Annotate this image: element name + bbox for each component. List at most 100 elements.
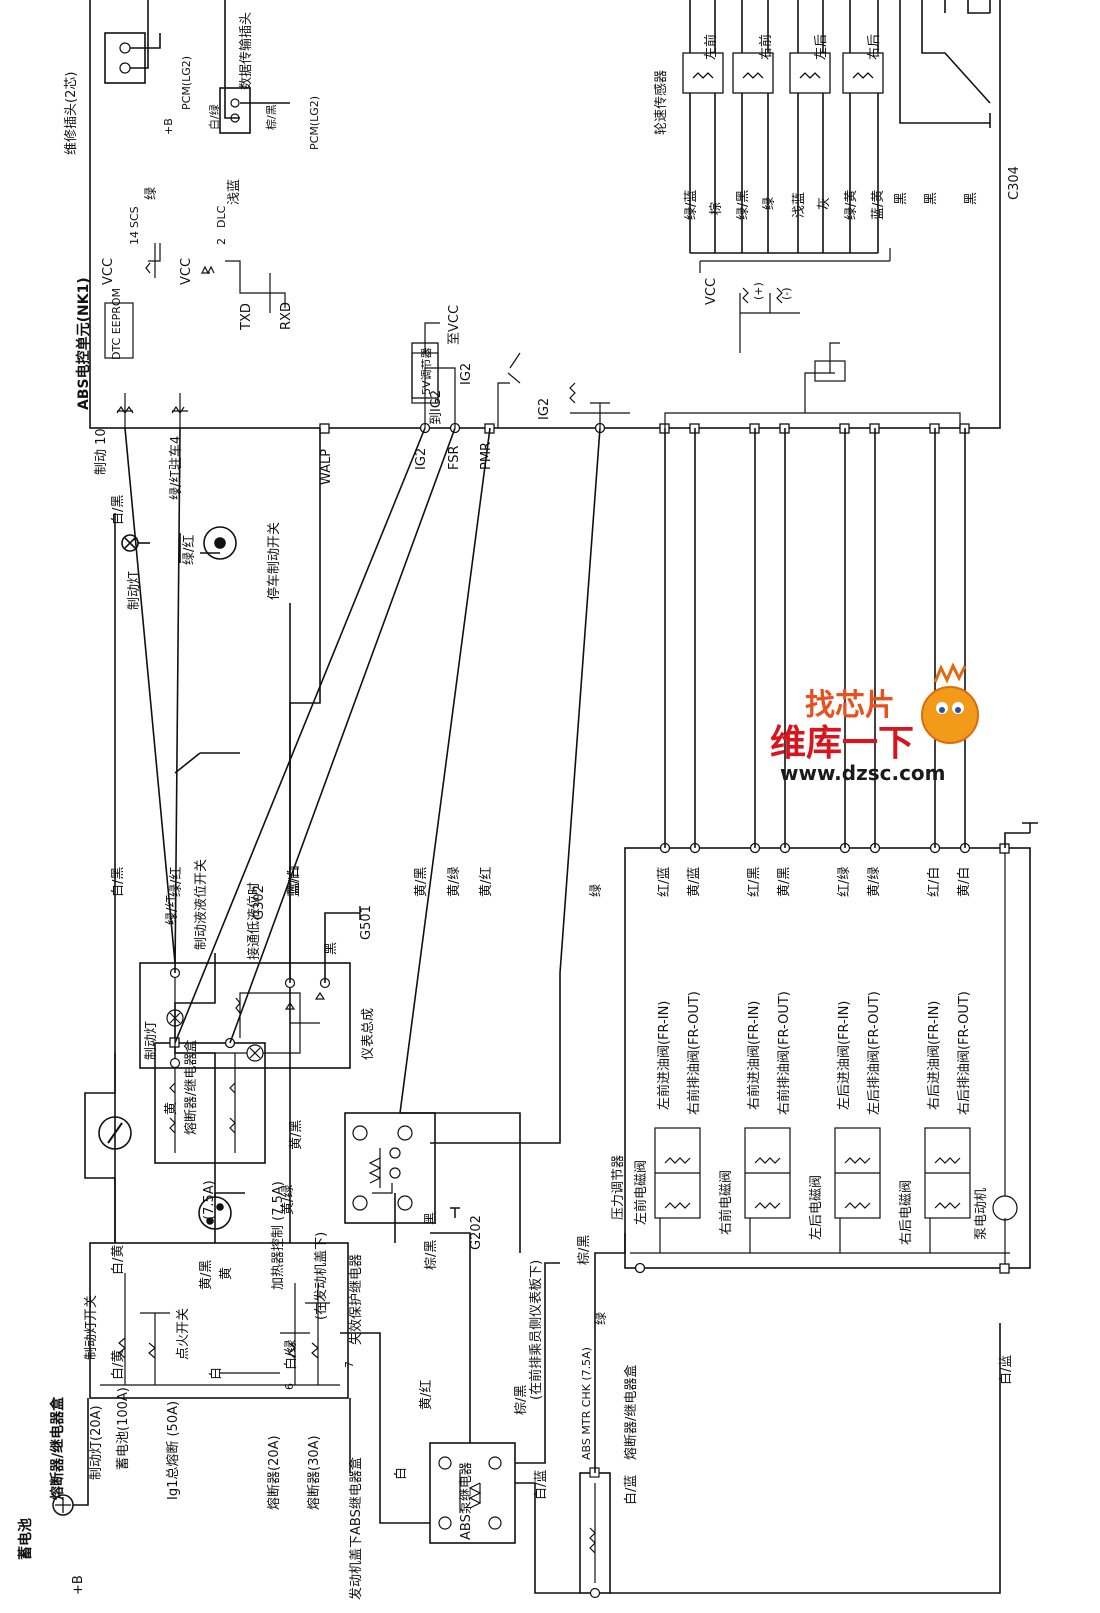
wire-black: 黑 [424, 1212, 439, 1225]
ws-black-2: 黑 [964, 192, 979, 205]
data-link-connector [219, 87, 251, 134]
center-brake-lamp: 制动灯 [127, 571, 142, 610]
fuse-battery: 蓄电池(100A) [116, 1387, 131, 1470]
ecu-to-vcc: 至VCC [447, 305, 462, 345]
wheel-sensor-lr: 左后 [814, 34, 829, 60]
ground-symbols [235, 822, 1038, 1218]
pcm-2: PCM(LG2) [308, 96, 321, 150]
service-connector-pins [119, 42, 131, 74]
wheel-sensor-rf: 右前 [758, 34, 774, 60]
wire-white-green: 白/绿 [283, 1340, 299, 1370]
valve-line-6-name: 左后排油阀(FR-OUT) [867, 991, 882, 1115]
fail-safe-relay-label: 失效保护继电器 [349, 1254, 364, 1345]
fail-safe-relay [344, 1112, 436, 1224]
center-wire-green-red: 绿/红 [168, 867, 184, 897]
valve-lf: 左前电磁阀 [633, 1160, 649, 1225]
fuse-30a: 熔断器(30A) [307, 1435, 322, 1510]
cluster-wire-blue-white: 蓝/白 [286, 865, 302, 895]
ignition-switch-label: 点火开关 [176, 1308, 191, 1360]
wire-brown-black-2: 棕/黑 [424, 1240, 439, 1270]
valve-line-7-name: 右后进油阀(FR-IN) [927, 1001, 942, 1110]
ecu-minus: (-) [780, 287, 793, 300]
service-connector [104, 32, 146, 84]
battery-label: 蓄电池 [17, 1518, 34, 1560]
center-parking-switch: 停车制动开关 [266, 522, 282, 600]
ground-g202: G202 [469, 1215, 484, 1250]
ecu-txd: TXD [239, 303, 254, 331]
wire-yellow-red: 黄/红 [418, 1380, 434, 1410]
fuse-box-top-internals [100, 1273, 340, 1386]
valve-line-5-name: 左后进油阀(FR-IN) [837, 1001, 852, 1110]
cluster-wire-green-red: 绿/红 [164, 895, 180, 925]
abs-pump-relay-label: ABS泵继电器 [459, 1462, 474, 1540]
valve-line-1-wire: 红/蓝 [656, 867, 672, 897]
wire-brown-black-3: 棕/黑 [577, 1235, 592, 1265]
valve-lr: 左后电磁阀 [809, 1175, 824, 1240]
ecu-ig2-a: IG2 [459, 363, 474, 385]
fuse-box-top [89, 1242, 349, 1399]
center-wire-green: 绿 [589, 884, 604, 897]
ground-g302: G302 [252, 885, 267, 920]
wire-yellow-black: 黄/黑 [199, 1260, 214, 1290]
fuse-20a: 熔断器(20A) [267, 1435, 282, 1510]
fuse-box-top-pin7: 7 [343, 1361, 356, 1368]
fuse-box-top-pin6: 6 [283, 1383, 296, 1390]
cluster-brake-lamp: 制动灯 [144, 1021, 159, 1060]
ecu-brake-pin: 制动 10 [94, 428, 109, 475]
ecu-vcc3: VCC [704, 278, 719, 305]
ws-wire-7: 蓝/黄 [871, 190, 886, 220]
ecu-plus: (+) [752, 282, 765, 300]
ws-black-1: 黑 [924, 192, 939, 205]
brake-light-switch [84, 1053, 132, 1243]
center-wire-blue-white: 蓝/白 [286, 867, 302, 897]
wire-yellow-green: 黄/绿 [281, 1185, 296, 1215]
center-wire-white-black-2: 白/黑 [110, 495, 126, 525]
center-wire-yellow-red: 黄/红 [478, 867, 494, 897]
ws-wire-0: 绿/蓝 [684, 190, 699, 220]
brake-lamp-symbol [121, 534, 150, 552]
abs-mtr-chk-label: ABS MTR CHK (7.5A) [580, 1347, 593, 1460]
valve-rr: 右后电磁阀 [899, 1180, 914, 1245]
watermark-logo: 找芯片 维库一下 www.dzsc.com [770, 662, 979, 785]
parking-brake-switch-symbol [203, 526, 237, 560]
ws-wire-3: 绿 [762, 197, 777, 210]
fuse-box-mid-internals [169, 1053, 236, 1153]
fail-safe-relay-internals [352, 1125, 413, 1211]
center-wire-yellow-black: 黄/黑 [414, 867, 429, 897]
ecu-scs: SCS [128, 206, 141, 228]
wheel-sensors-label: 轮速传感器 [653, 70, 669, 135]
connector-light-blue: 浅蓝 [227, 179, 242, 205]
ecu-dlc: DLC [215, 205, 228, 228]
brake-light-switch-label: 制动灯开关 [84, 1295, 99, 1360]
ecu-dtc-box [104, 302, 134, 359]
wheel-sensors [682, 52, 884, 94]
cluster-fluid-switch: 制动液液位开关 [194, 859, 209, 950]
lower-left-wires [340, 973, 1001, 1594]
center-wire-green-red-3: 绿/红 [181, 535, 197, 565]
abs-ecu-box [89, 0, 1001, 429]
pcm-1: PCM(LG2) [180, 56, 193, 110]
ecu-vcc2: VCC [179, 258, 194, 285]
ecu-fsr: FSR [447, 445, 462, 470]
ws-wire-4: 浅蓝 [792, 192, 807, 218]
valve-rf: 右前电磁阀 [718, 1170, 734, 1235]
ignition-switch [174, 953, 232, 1230]
connector-wires [130, 0, 290, 119]
center-wire-yellow-green: 黄/绿 [447, 867, 462, 897]
wire-white-blue-bottom: 白/蓝 [623, 1475, 639, 1505]
valve-line-8-wire: 黄/白 [956, 867, 972, 897]
wire-green: 绿 [594, 1312, 609, 1325]
valve-lines [664, 428, 1030, 848]
valve-line-7-wire: 红/白 [926, 867, 942, 897]
wire-white-yellow-2: 白/黄 [110, 1245, 126, 1275]
fuse-box-mid-rating: (7.5A) [202, 1180, 217, 1220]
valve-line-4-wire: 黄/黑 [777, 867, 792, 897]
ecu-regulator: 5V调节器 [420, 347, 433, 395]
ecu-ig2-b: IG2 [537, 398, 552, 420]
cluster-wire-black: 黑 [324, 942, 339, 955]
abs-pump-relay-internals [438, 1456, 502, 1530]
modulator-label: 压力调节器 [611, 1155, 626, 1220]
battery-terminal: +B [71, 1575, 86, 1595]
valve-line-6-wire: 黄/绿 [867, 867, 882, 897]
ground-g501: G501 [359, 905, 374, 940]
